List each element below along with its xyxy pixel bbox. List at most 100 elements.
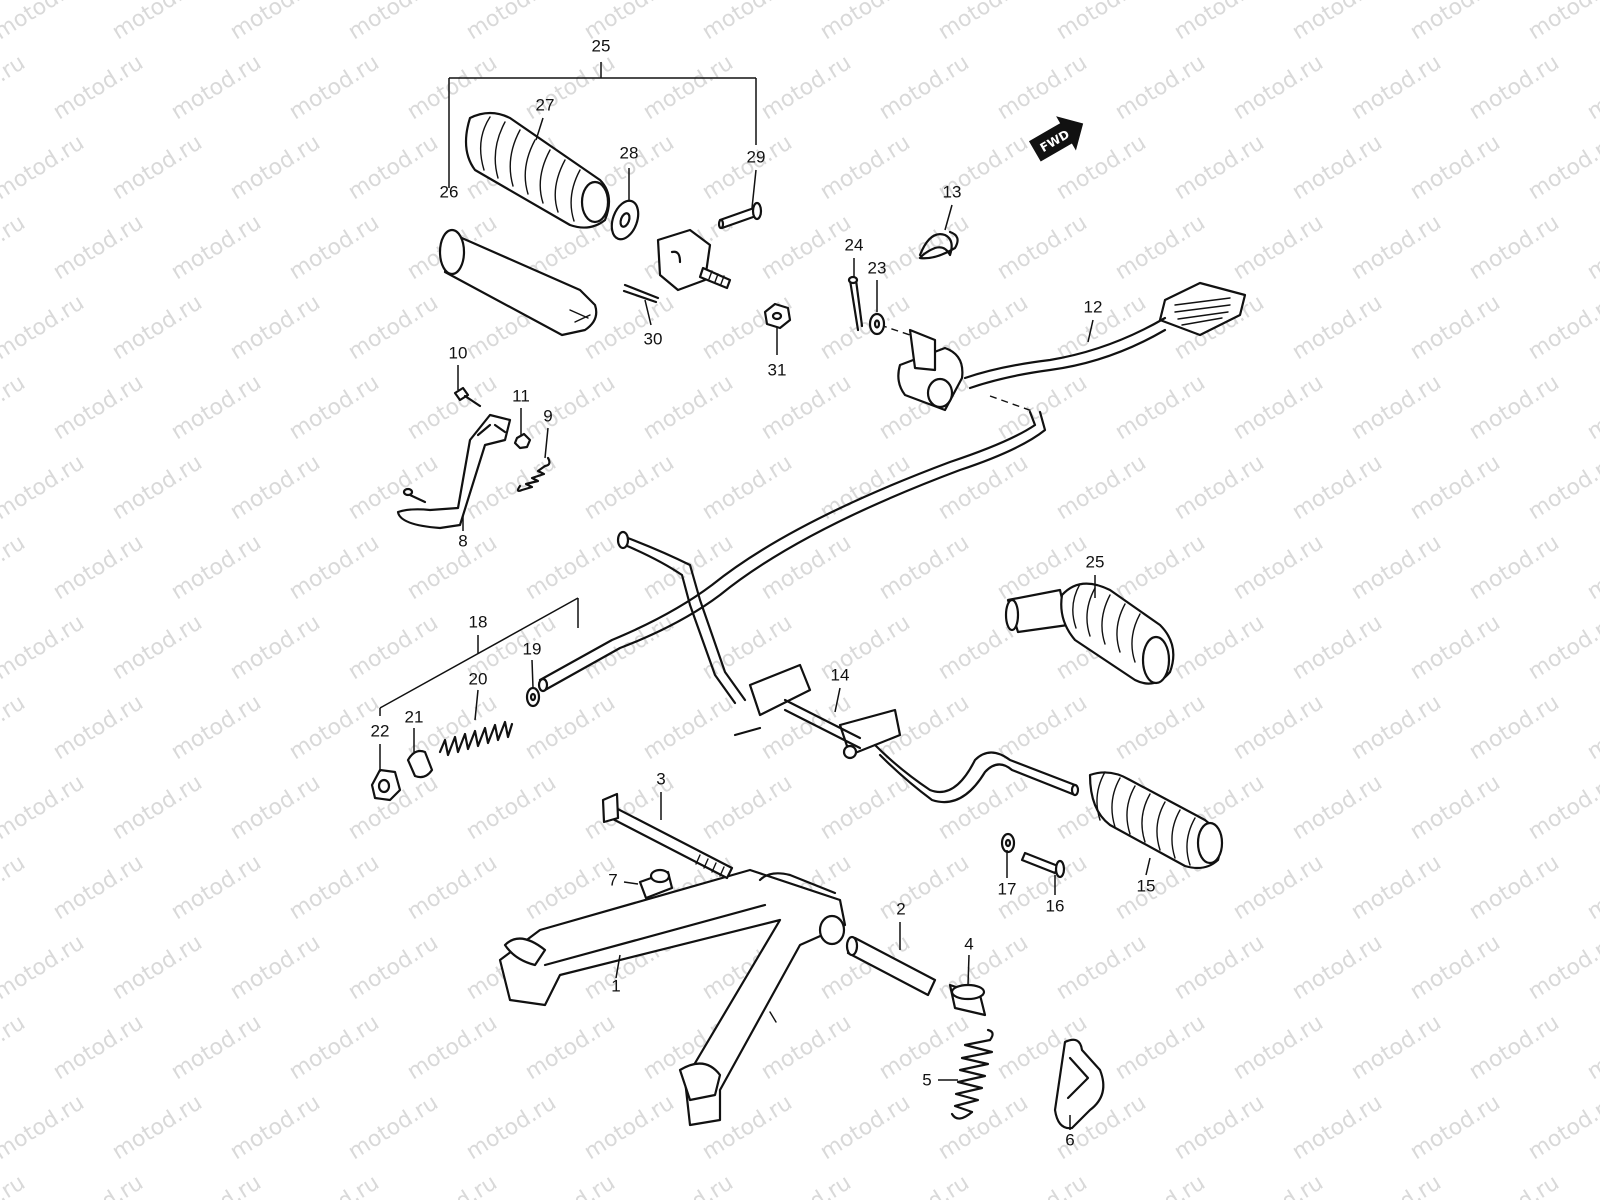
watermark-text: motod.ru [1347, 1010, 1446, 1085]
callout-21: 21 [405, 707, 424, 726]
callout-3: 3 [656, 769, 665, 788]
watermark-text: motod.ru [1288, 0, 1387, 45]
watermark-text: motod.ru [1111, 530, 1210, 605]
watermark-text: motod.ru [462, 770, 561, 845]
watermark-text: motod.ru [1111, 1010, 1210, 1085]
watermark-text: motod.ru [993, 690, 1092, 765]
footrest-rubber-15 [1088, 771, 1224, 870]
side-stand [396, 413, 512, 530]
watermark-text: motod.ru [1229, 690, 1328, 765]
callout-10: 10 [449, 343, 468, 362]
watermark-text: motod.ru [0, 370, 30, 445]
group-bracket-18 [379, 597, 579, 716]
watermark-text: motod.ru [462, 1090, 561, 1165]
watermark-text: motod.ru [1347, 690, 1446, 765]
callout-2: 2 [896, 899, 905, 918]
watermark-text: motod.ru [1465, 210, 1564, 285]
watermark-text: motod.ru [1229, 1010, 1328, 1085]
watermark-text: motod.ru [226, 0, 325, 45]
nut-31 [763, 302, 792, 330]
callout-1: 1 [611, 976, 620, 995]
watermark-text: motod.ru [1583, 850, 1600, 925]
watermark-text: motod.ru [1524, 610, 1600, 685]
watermark-text: motod.ru [1111, 690, 1210, 765]
watermark-text: motod.ru [580, 290, 679, 365]
watermark-text: motod.ru [580, 1090, 679, 1165]
watermark-text: motod.ru [875, 530, 974, 605]
watermark-text: motod.ru [521, 370, 620, 445]
watermark-text: motod.ru [816, 0, 915, 45]
watermark-text: motod.ru [639, 370, 738, 445]
watermark-text: motod.ru [757, 370, 856, 445]
watermark-text: motod.ru [108, 0, 207, 45]
watermark-text: motod.ru [1583, 210, 1600, 285]
watermark-text: motod.ru [757, 1170, 856, 1200]
stopper-plate [1053, 1038, 1105, 1130]
watermark-text: motod.ru [344, 1090, 443, 1165]
center-stand [498, 868, 847, 1127]
brake-pedal [879, 281, 1247, 412]
watermark-text: motod.ru [1406, 930, 1505, 1005]
watermark-text: motod.ru [1406, 450, 1505, 525]
watermark-text: motod.ru [226, 1090, 325, 1165]
watermark-text: motod.ru [49, 690, 148, 765]
watermark-text: motod.ru [0, 210, 30, 285]
stand-bolt [601, 792, 734, 880]
watermark-text: motod.ru [934, 770, 1033, 845]
watermark-text: motod.ru [1170, 130, 1269, 205]
fwd-direction-marker: FWD [1028, 116, 1084, 162]
watermark-text: motod.ru [1347, 850, 1446, 925]
watermark-text: motod.ru [993, 50, 1092, 125]
watermark-text: motod.ru [1288, 610, 1387, 685]
watermark-text: motod.ru [1170, 1090, 1269, 1165]
watermark-text: motod.ru [816, 770, 915, 845]
stand-spring [950, 1028, 994, 1120]
watermark-text: motod.ru [0, 530, 30, 605]
callout-28: 28 [620, 143, 639, 162]
watermark-text: motod.ru [1170, 930, 1269, 1005]
watermark-text: motod.ru [1583, 1010, 1600, 1085]
watermark-text: motod.ru [1111, 210, 1210, 285]
callout-24: 24 [845, 235, 864, 254]
callout-18: 18 [469, 612, 488, 631]
callout-8: 8 [458, 531, 467, 550]
bolt-10 [453, 386, 482, 408]
footrest-pipe [438, 228, 598, 337]
callout-17: 17 [998, 879, 1017, 898]
watermark-text: motod.ru [1524, 1090, 1600, 1165]
watermark-text: motod.ru [0, 290, 89, 365]
watermark-text: motod.ru [1583, 1170, 1600, 1200]
watermark-text: motod.ru [639, 690, 738, 765]
footrest-pin-29 [717, 201, 763, 230]
callout-20: 20 [469, 669, 488, 688]
washer-28 [610, 199, 640, 241]
watermark-text: motod.ru [1170, 0, 1269, 45]
watermark-text: motod.ru [344, 0, 443, 45]
washer-23 [868, 312, 886, 336]
watermark-text: motod.ru [1347, 50, 1446, 125]
watermark-text: motod.ru [1524, 130, 1600, 205]
watermark-text: motod.ru [1288, 290, 1387, 365]
watermark-text: motod.ru [0, 450, 89, 525]
callout-26: 26 [440, 182, 459, 201]
watermark-text: motod.ru [757, 210, 856, 285]
watermark-text: motod.ru [1052, 450, 1151, 525]
watermark-text: motod.ru [49, 210, 148, 285]
watermark-text: motod.ru [0, 0, 89, 45]
watermark-text: motod.ru [344, 290, 443, 365]
watermark-text: motod.ru [226, 770, 325, 845]
watermark-text: motod.ru [1465, 530, 1564, 605]
watermark-text: motod.ru [108, 610, 207, 685]
watermark-text: motod.ru [226, 930, 325, 1005]
watermark-text: motod.ru [403, 1010, 502, 1085]
watermark-text: motod.ru [1524, 450, 1600, 525]
watermark-text: motod.ru [49, 370, 148, 445]
watermark-text: motod.ru [1524, 770, 1600, 845]
callout-4: 4 [964, 934, 973, 953]
callout-7: 7 [608, 870, 617, 889]
watermark-text: motod.ru [403, 530, 502, 605]
watermark-text: motod.ru [0, 1010, 30, 1085]
watermark-text: motod.ru [1465, 690, 1564, 765]
